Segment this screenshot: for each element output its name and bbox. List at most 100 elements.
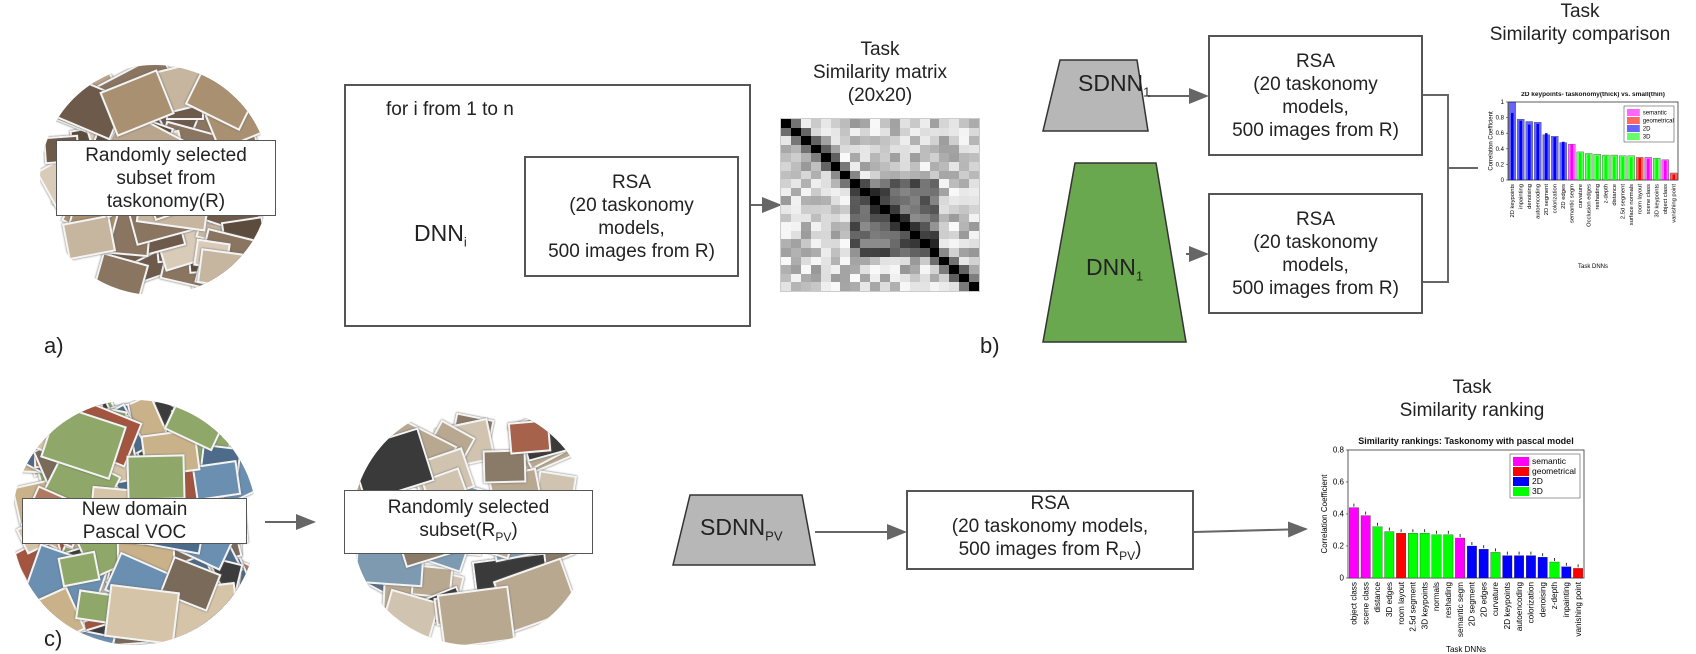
matrix-cell	[929, 170, 940, 180]
matrix-cell	[919, 153, 930, 163]
matrix-cell	[790, 127, 802, 137]
matrix-cell	[909, 265, 921, 275]
matrix-cell	[929, 136, 940, 146]
matrix-cell	[800, 273, 812, 283]
matrix-cell	[969, 265, 980, 275]
matrix-cell	[781, 144, 792, 154]
matrix-cell	[889, 119, 901, 129]
matrix-cell	[870, 153, 881, 163]
matrix-cell	[889, 282, 901, 292]
matrix-cell	[781, 230, 792, 240]
matrix-cell	[870, 162, 881, 172]
matrix-cell	[899, 127, 911, 137]
bar	[1384, 531, 1395, 579]
matrix-cell	[790, 170, 802, 180]
matrix-cell	[949, 162, 960, 172]
matrix-cell	[959, 230, 970, 240]
matrix-cell	[949, 213, 960, 223]
matrix-cell	[909, 196, 921, 206]
subset-pv-post: )	[511, 519, 518, 541]
matrix-cell	[880, 179, 891, 189]
matrix-cell	[830, 230, 841, 240]
matrix-cell	[929, 265, 940, 275]
matrix-cell	[840, 162, 851, 172]
matrix-cell	[899, 205, 911, 215]
comparison-title-line-2: Similarity comparison	[1489, 24, 1671, 45]
matrix-cell	[860, 119, 871, 129]
bar	[1526, 555, 1536, 579]
matrix-cell	[870, 265, 881, 275]
matrix-cell	[790, 136, 802, 146]
matrix-cell	[790, 162, 802, 172]
x-tick-label: 2D edges	[1561, 184, 1567, 209]
matrix-cell	[929, 256, 940, 266]
matrix-cell	[820, 256, 831, 266]
y-axis-label: Correlation Coefficient	[1320, 474, 1329, 554]
matrix-cell	[919, 222, 930, 232]
x-tick-label: vanishing point	[1574, 581, 1583, 636]
matrix-cell	[929, 239, 940, 249]
sdnn-pv-label: SDNNPV	[700, 516, 783, 548]
matrix-cell	[969, 136, 980, 146]
matrix-cell	[860, 273, 871, 283]
matrix-cell	[830, 136, 841, 146]
x-tick-label: inpainting	[1519, 184, 1525, 209]
matrix-cell	[870, 230, 881, 240]
thin-bar	[1621, 156, 1625, 180]
sdnn-1-label: SDNN1	[1078, 72, 1150, 104]
y-axis-label: Correlation Coefficient	[1488, 111, 1494, 171]
matrix-cell	[810, 162, 822, 172]
matrix-cell	[959, 273, 970, 283]
matrix-cell	[870, 205, 881, 215]
subset-label-a: Randomly selected subset from taskonomy(…	[56, 140, 276, 216]
matrix-cell	[909, 119, 921, 129]
bar	[1561, 566, 1572, 579]
matrix-cell	[790, 213, 802, 223]
rsa-b-top-line-2: (20 taskonomy	[1253, 73, 1378, 95]
matrix-cell	[889, 256, 901, 266]
matrix-cell	[860, 282, 871, 292]
matrix-cell	[909, 273, 921, 283]
matrix-cell	[889, 136, 901, 146]
thin-bar	[1536, 123, 1540, 180]
matrix-cell	[781, 153, 792, 163]
matrix-cell	[929, 248, 940, 258]
matrix-cell	[959, 144, 970, 154]
matrix-cell	[781, 248, 792, 258]
matrix-cell	[899, 230, 911, 240]
x-tick-label: 2D keypoints	[1503, 582, 1512, 629]
matrix-cell	[781, 222, 792, 232]
matrix-cell	[790, 282, 802, 292]
matrix-cell	[810, 153, 822, 163]
matrix-cell	[919, 248, 930, 258]
matrix-cell	[860, 170, 871, 180]
matrix-cell	[919, 230, 930, 240]
matrix-cell	[870, 222, 881, 232]
matrix-cell	[810, 282, 822, 292]
matrix-cell	[889, 205, 901, 215]
matrix-cell	[889, 222, 901, 232]
matrix-cell	[959, 179, 970, 189]
thin-bar	[1561, 141, 1565, 180]
x-axis-label: Task DNNs	[1446, 645, 1486, 654]
matrix-cell	[919, 119, 930, 129]
sdnn-1-trapezoid	[1042, 59, 1149, 132]
matrix-cell	[909, 144, 921, 154]
matrix-cell	[840, 265, 851, 275]
comparison-title-line-1: Task	[1560, 1, 1600, 22]
matrix-cell	[909, 153, 921, 163]
rsa-b-top-line-3: models,	[1282, 96, 1349, 118]
matrix-cell	[820, 282, 831, 292]
matrix-cell	[800, 179, 812, 189]
matrix-cell	[939, 187, 950, 197]
matrix-cell	[929, 127, 940, 137]
matrix-cell	[969, 127, 980, 137]
matrix-cell	[790, 179, 802, 189]
y-tick-label: 0.4	[1496, 147, 1505, 153]
matrix-cell	[889, 179, 901, 189]
x-tick-label: 2D segment	[1468, 581, 1477, 626]
matrix-cell	[959, 256, 970, 266]
matrix-cell	[820, 127, 831, 137]
x-tick-label: semantic segm	[1456, 582, 1465, 637]
matrix-cell	[959, 282, 970, 292]
